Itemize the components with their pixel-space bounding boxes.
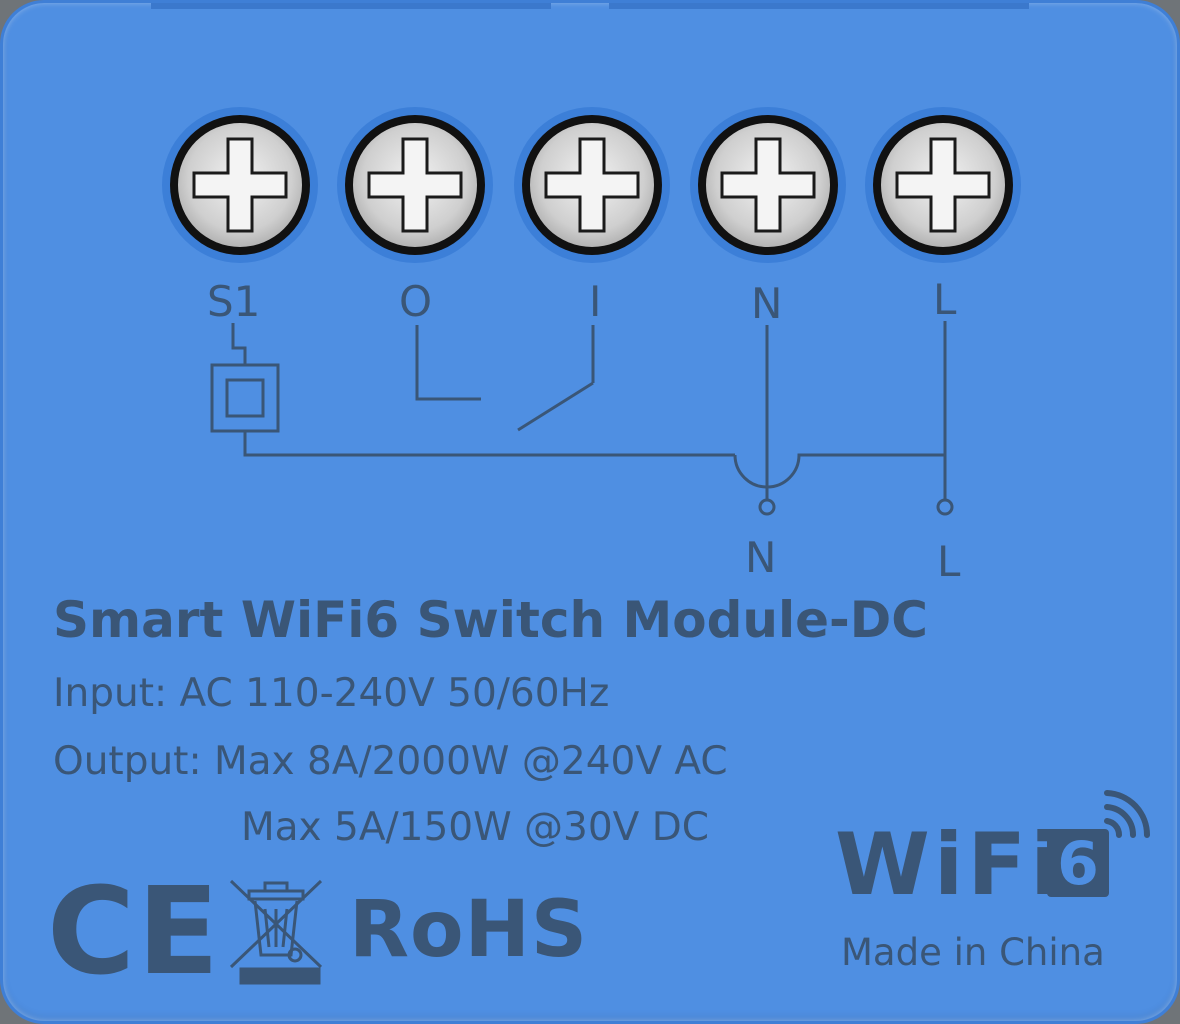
wifi-logo-text: WiFi <box>835 815 1064 915</box>
terminal-label-n: N <box>751 279 783 328</box>
rohs-mark: RoHS <box>349 885 589 975</box>
screw-terminal-n <box>690 107 846 263</box>
relay-switch-blade <box>517 381 594 432</box>
bottom-label-n: N <box>745 533 777 582</box>
s1-switch-box <box>210 363 280 433</box>
ce-mark: CE <box>47 863 222 1002</box>
input-spec: Input: AC 110-240V 50/60Hz <box>53 671 610 716</box>
wifi-signal-icon <box>1104 790 1151 838</box>
screw-terminals <box>162 107 1021 263</box>
screw-terminal-i <box>514 107 670 263</box>
output-dc-spec: Max 5A/150W @30V DC <box>241 805 710 850</box>
phillips-cross <box>895 137 991 233</box>
screw-terminal-s1 <box>162 107 318 263</box>
screw-terminal-o <box>337 107 493 263</box>
n-terminal-dot <box>758 498 776 516</box>
product-title: Smart WiFi6 Switch Module-DC <box>53 591 928 649</box>
output-ac-spec: Output: Max 8A/2000W @240V AC <box>53 739 728 784</box>
s1-lead-line <box>231 323 247 365</box>
phillips-cross <box>544 137 640 233</box>
terminal-label-i: I <box>589 277 602 326</box>
bottom-label-l: L <box>937 537 961 586</box>
wiring-diagram <box>210 321 954 516</box>
phillips-cross <box>367 137 463 233</box>
o-contact-line <box>415 325 481 401</box>
weee-crossed-bin-icon <box>229 879 323 985</box>
terminal-label-o: O <box>399 277 433 326</box>
s1-return-line <box>243 431 735 457</box>
phillips-cross <box>192 137 288 233</box>
screw-terminal-l <box>865 107 1021 263</box>
made-in-label: Made in China <box>841 931 1105 974</box>
l-terminal-dot <box>936 498 954 516</box>
s1-switch-inner <box>225 378 265 418</box>
wifi-logo-number: 6 <box>1047 829 1109 899</box>
terminal-label-s1: S1 <box>207 277 261 326</box>
phillips-cross <box>720 137 816 233</box>
top-edge-lip-left <box>151 3 551 9</box>
terminal-label-l: L <box>933 275 957 324</box>
module-artwork <box>162 107 1151 985</box>
crossover-hop <box>733 453 945 489</box>
top-edge-lip-right <box>609 3 1029 9</box>
